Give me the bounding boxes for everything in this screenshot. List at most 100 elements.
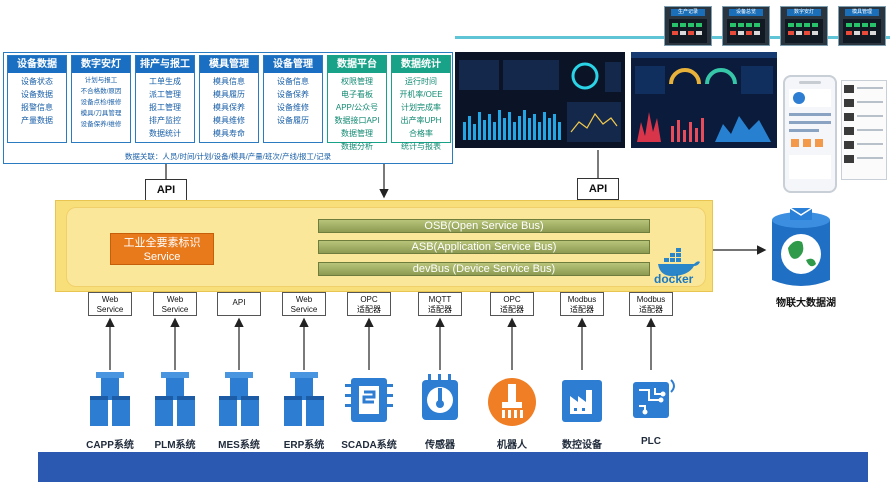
dashboard-1-graphic xyxy=(459,60,621,142)
stack-blocks-icon xyxy=(219,372,259,426)
factory-chip-icon xyxy=(562,380,602,422)
dashboard-screen-1 xyxy=(455,52,625,148)
module-3: 排产与报工工单生成派工管理报工管理排产监控数据统计 xyxy=(135,55,195,143)
module-item: 模具信息 xyxy=(213,77,245,86)
adapter-protocol: Web xyxy=(295,295,313,304)
thumbnail-label: 设备总览 xyxy=(729,9,763,16)
module-item: 合格率 xyxy=(409,129,433,138)
mobile-app-mockup xyxy=(783,75,837,193)
module-title: 排产与报工 xyxy=(136,56,194,73)
module-item: 排产监控 xyxy=(149,116,181,125)
module-title: 设备管理 xyxy=(264,56,322,73)
industrial-factor-service: 工业全要素标识Service xyxy=(110,233,214,265)
data-relation-text: 数据关联：人员/时间/计划/设备/模具/产量/班次/产线/报工/记录 xyxy=(124,152,332,161)
thumbnail-2: 设备总览 xyxy=(722,6,770,46)
thumbnail-3: 数字安灯 xyxy=(780,6,828,46)
adapter-type: Service xyxy=(96,305,124,314)
dashboard-2-graphic xyxy=(631,52,777,142)
module-title: 数据统计 xyxy=(392,56,450,73)
thumbnail-4: 模具管理 xyxy=(838,6,886,46)
module-item: 不合格数/原因 xyxy=(80,88,122,95)
system-label: PLM系统 xyxy=(154,440,196,451)
module-2: 数字安灯计划与报工不合格数/原因设备点检/报修模具/刀具管理设备保养/维修 xyxy=(71,55,131,143)
adapter-type: Service xyxy=(290,305,318,314)
system-3: MES系统 xyxy=(206,372,272,451)
report-screen-mockup xyxy=(841,80,887,180)
module-item: 设备维修 xyxy=(277,103,309,112)
module-item: 报警信息 xyxy=(21,103,53,112)
adapter-protocol: OPC xyxy=(360,295,378,304)
system-label: ERP系统 xyxy=(283,440,325,451)
adapter-type: 适配器 xyxy=(500,305,524,314)
report-screen-graphic xyxy=(844,85,883,163)
dashboard-screen-2 xyxy=(631,52,777,148)
module-item: 派工管理 xyxy=(149,90,181,99)
thumbnail-graphic xyxy=(785,19,823,43)
module-5: 设备管理设备信息设备保养设备维修设备履历 xyxy=(263,55,323,143)
module-item: 电子看板 xyxy=(341,90,373,99)
stack-blocks-icon xyxy=(284,372,324,426)
module-item: 设备点检/报修 xyxy=(80,99,122,106)
module-item: 数据分析 xyxy=(341,142,373,151)
api-box-left: API xyxy=(145,179,187,201)
module-item: APP/公众号 xyxy=(335,103,379,112)
module-title: 数据平台 xyxy=(328,56,386,73)
module-item: 数据管理 xyxy=(341,129,373,138)
module-item: 计划与报工 xyxy=(84,77,118,84)
system-9: PLC xyxy=(618,372,684,447)
adapter-protocol: MQTT xyxy=(428,295,452,304)
adapter-protocol: Web xyxy=(101,295,119,304)
module-title: 设备数据 xyxy=(8,56,66,73)
bottom-band xyxy=(38,452,868,482)
system-label: MES系统 xyxy=(218,440,260,451)
system-6: 传感器 xyxy=(407,372,473,451)
data-lake-icon xyxy=(772,208,830,286)
module-item: 设备数据 xyxy=(21,90,53,99)
mobile-app-graphic xyxy=(789,81,831,179)
docker-whale-icon xyxy=(658,248,700,276)
module-item: 设备信息 xyxy=(277,77,309,86)
adapter-protocol: Web xyxy=(166,295,184,304)
system-label: 传感器 xyxy=(425,440,455,451)
module-item: 模具保养 xyxy=(213,103,245,112)
plc-circuit-icon xyxy=(633,379,675,418)
module-item: 模具履历 xyxy=(213,90,245,99)
thumbnail-graphic xyxy=(843,19,881,43)
system-2: PLM系统 xyxy=(142,372,208,451)
module-item: 模具/刀具管理 xyxy=(80,110,122,117)
system-4: ERP系统 xyxy=(271,372,337,451)
system-label: SCADA系统 xyxy=(341,440,397,451)
thumbnail-label: 数字安灯 xyxy=(787,9,821,16)
thumbnail-graphic xyxy=(727,19,765,43)
chip-icon xyxy=(345,378,393,422)
system-label: 机器人 xyxy=(497,440,527,451)
thermometer-chip-icon xyxy=(422,374,458,420)
robot-arm-icon xyxy=(488,378,536,426)
adapter-protocol: Modbus xyxy=(567,295,597,304)
module-item: 模具寿命 xyxy=(213,129,245,138)
stack-blocks-icon xyxy=(90,372,130,426)
osb-bus: OSB(Open Service Bus) xyxy=(318,219,650,233)
module-item: 出产率UPH xyxy=(400,116,442,125)
thumbnail-1: 生产记录 xyxy=(664,6,712,46)
thumbnail-label: 模具管理 xyxy=(845,9,879,16)
adapter-protocol: Modbus xyxy=(636,295,666,304)
asb-bus: ASB(Application Service Bus) xyxy=(318,240,650,254)
module-panel: 数据关联：人员/时间/计划/设备/模具/产量/班次/产线/报工/记录 设备数据设… xyxy=(3,52,453,164)
adapter-type: 适配器 xyxy=(570,305,594,314)
devbus-bus: devBus (Device Service Bus) xyxy=(318,262,650,276)
module-item: 统计与报表 xyxy=(401,142,441,151)
module-item: 设备履历 xyxy=(277,116,309,125)
adapter-type: Service xyxy=(161,305,189,314)
module-item: 模具维修 xyxy=(213,116,245,125)
module-4: 模具管理模具信息模具履历模具保养模具维修模具寿命 xyxy=(199,55,259,143)
module-1: 设备数据设备状态设备数据报警信息产量数据 xyxy=(7,55,67,143)
